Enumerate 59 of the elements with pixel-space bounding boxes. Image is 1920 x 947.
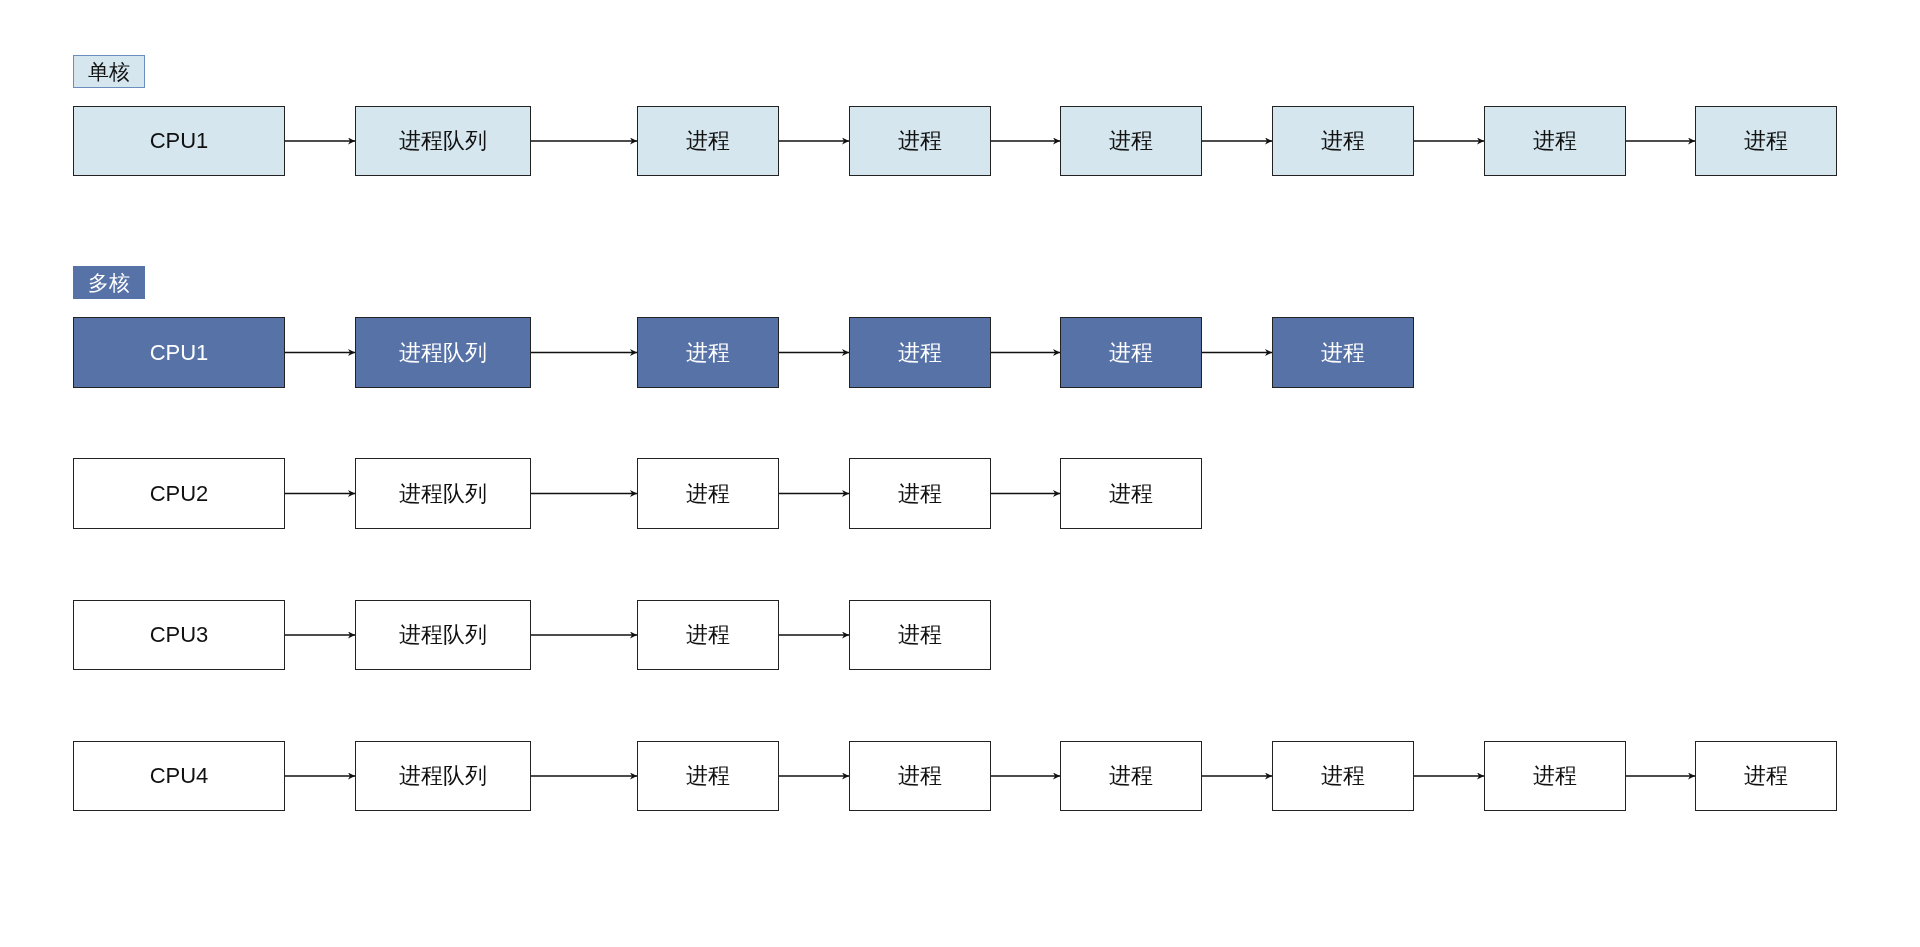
process-box: 进程 [1695,106,1837,176]
arrow [530,772,638,780]
process-box: 进程 [1272,317,1414,388]
process-box: 进程 [1060,317,1202,388]
arrow [990,137,1061,145]
queue-box: 进程队列 [355,600,531,670]
cpu-box: CPU4 [73,741,285,811]
process-box: 进程 [1060,106,1202,176]
process-box: 进程 [637,741,779,811]
cpu-box: CPU1 [73,317,285,388]
arrow [1625,772,1696,780]
process-box: 进程 [849,741,991,811]
arrow [990,490,1061,497]
arrow [530,349,638,356]
arrow [1413,137,1485,145]
process-box: 进程 [637,317,779,388]
arrow [284,490,356,497]
arrow [1625,137,1696,145]
arrow [284,772,356,780]
arrow [778,772,850,780]
arrow [778,137,850,145]
process-box: 进程 [1060,741,1202,811]
process-box: 进程 [849,458,991,529]
queue-box: 进程队列 [355,741,531,811]
queue-box: 进程队列 [355,106,531,176]
process-box: 进程 [1484,741,1626,811]
arrow [1201,349,1273,356]
arrow [990,772,1061,780]
process-box: 进程 [1272,106,1414,176]
arrow [1413,772,1485,780]
queue-box: 进程队列 [355,458,531,529]
process-box: 进程 [1060,458,1202,529]
process-box: 进程 [637,106,779,176]
process-box: 进程 [849,317,991,388]
queue-box: 进程队列 [355,317,531,388]
section-tag: 单核 [73,55,145,88]
process-box: 进程 [1484,106,1626,176]
cpu-box: CPU3 [73,600,285,670]
process-box: 进程 [637,600,779,670]
arrow [778,631,850,639]
process-box: 进程 [637,458,779,529]
arrow [778,349,850,356]
process-box: 进程 [1272,741,1414,811]
process-box: 进程 [849,106,991,176]
arrow [284,631,356,639]
arrow [778,490,850,497]
cpu-box: CPU1 [73,106,285,176]
arrow [1201,772,1273,780]
arrow [990,349,1061,356]
arrow [530,137,638,145]
process-box: 进程 [849,600,991,670]
arrow [1201,137,1273,145]
section-tag: 多核 [73,266,145,299]
arrow [530,631,638,639]
cpu-box: CPU2 [73,458,285,529]
arrow [284,349,356,356]
process-box: 进程 [1695,741,1837,811]
arrow [284,137,356,145]
arrow [530,490,638,497]
